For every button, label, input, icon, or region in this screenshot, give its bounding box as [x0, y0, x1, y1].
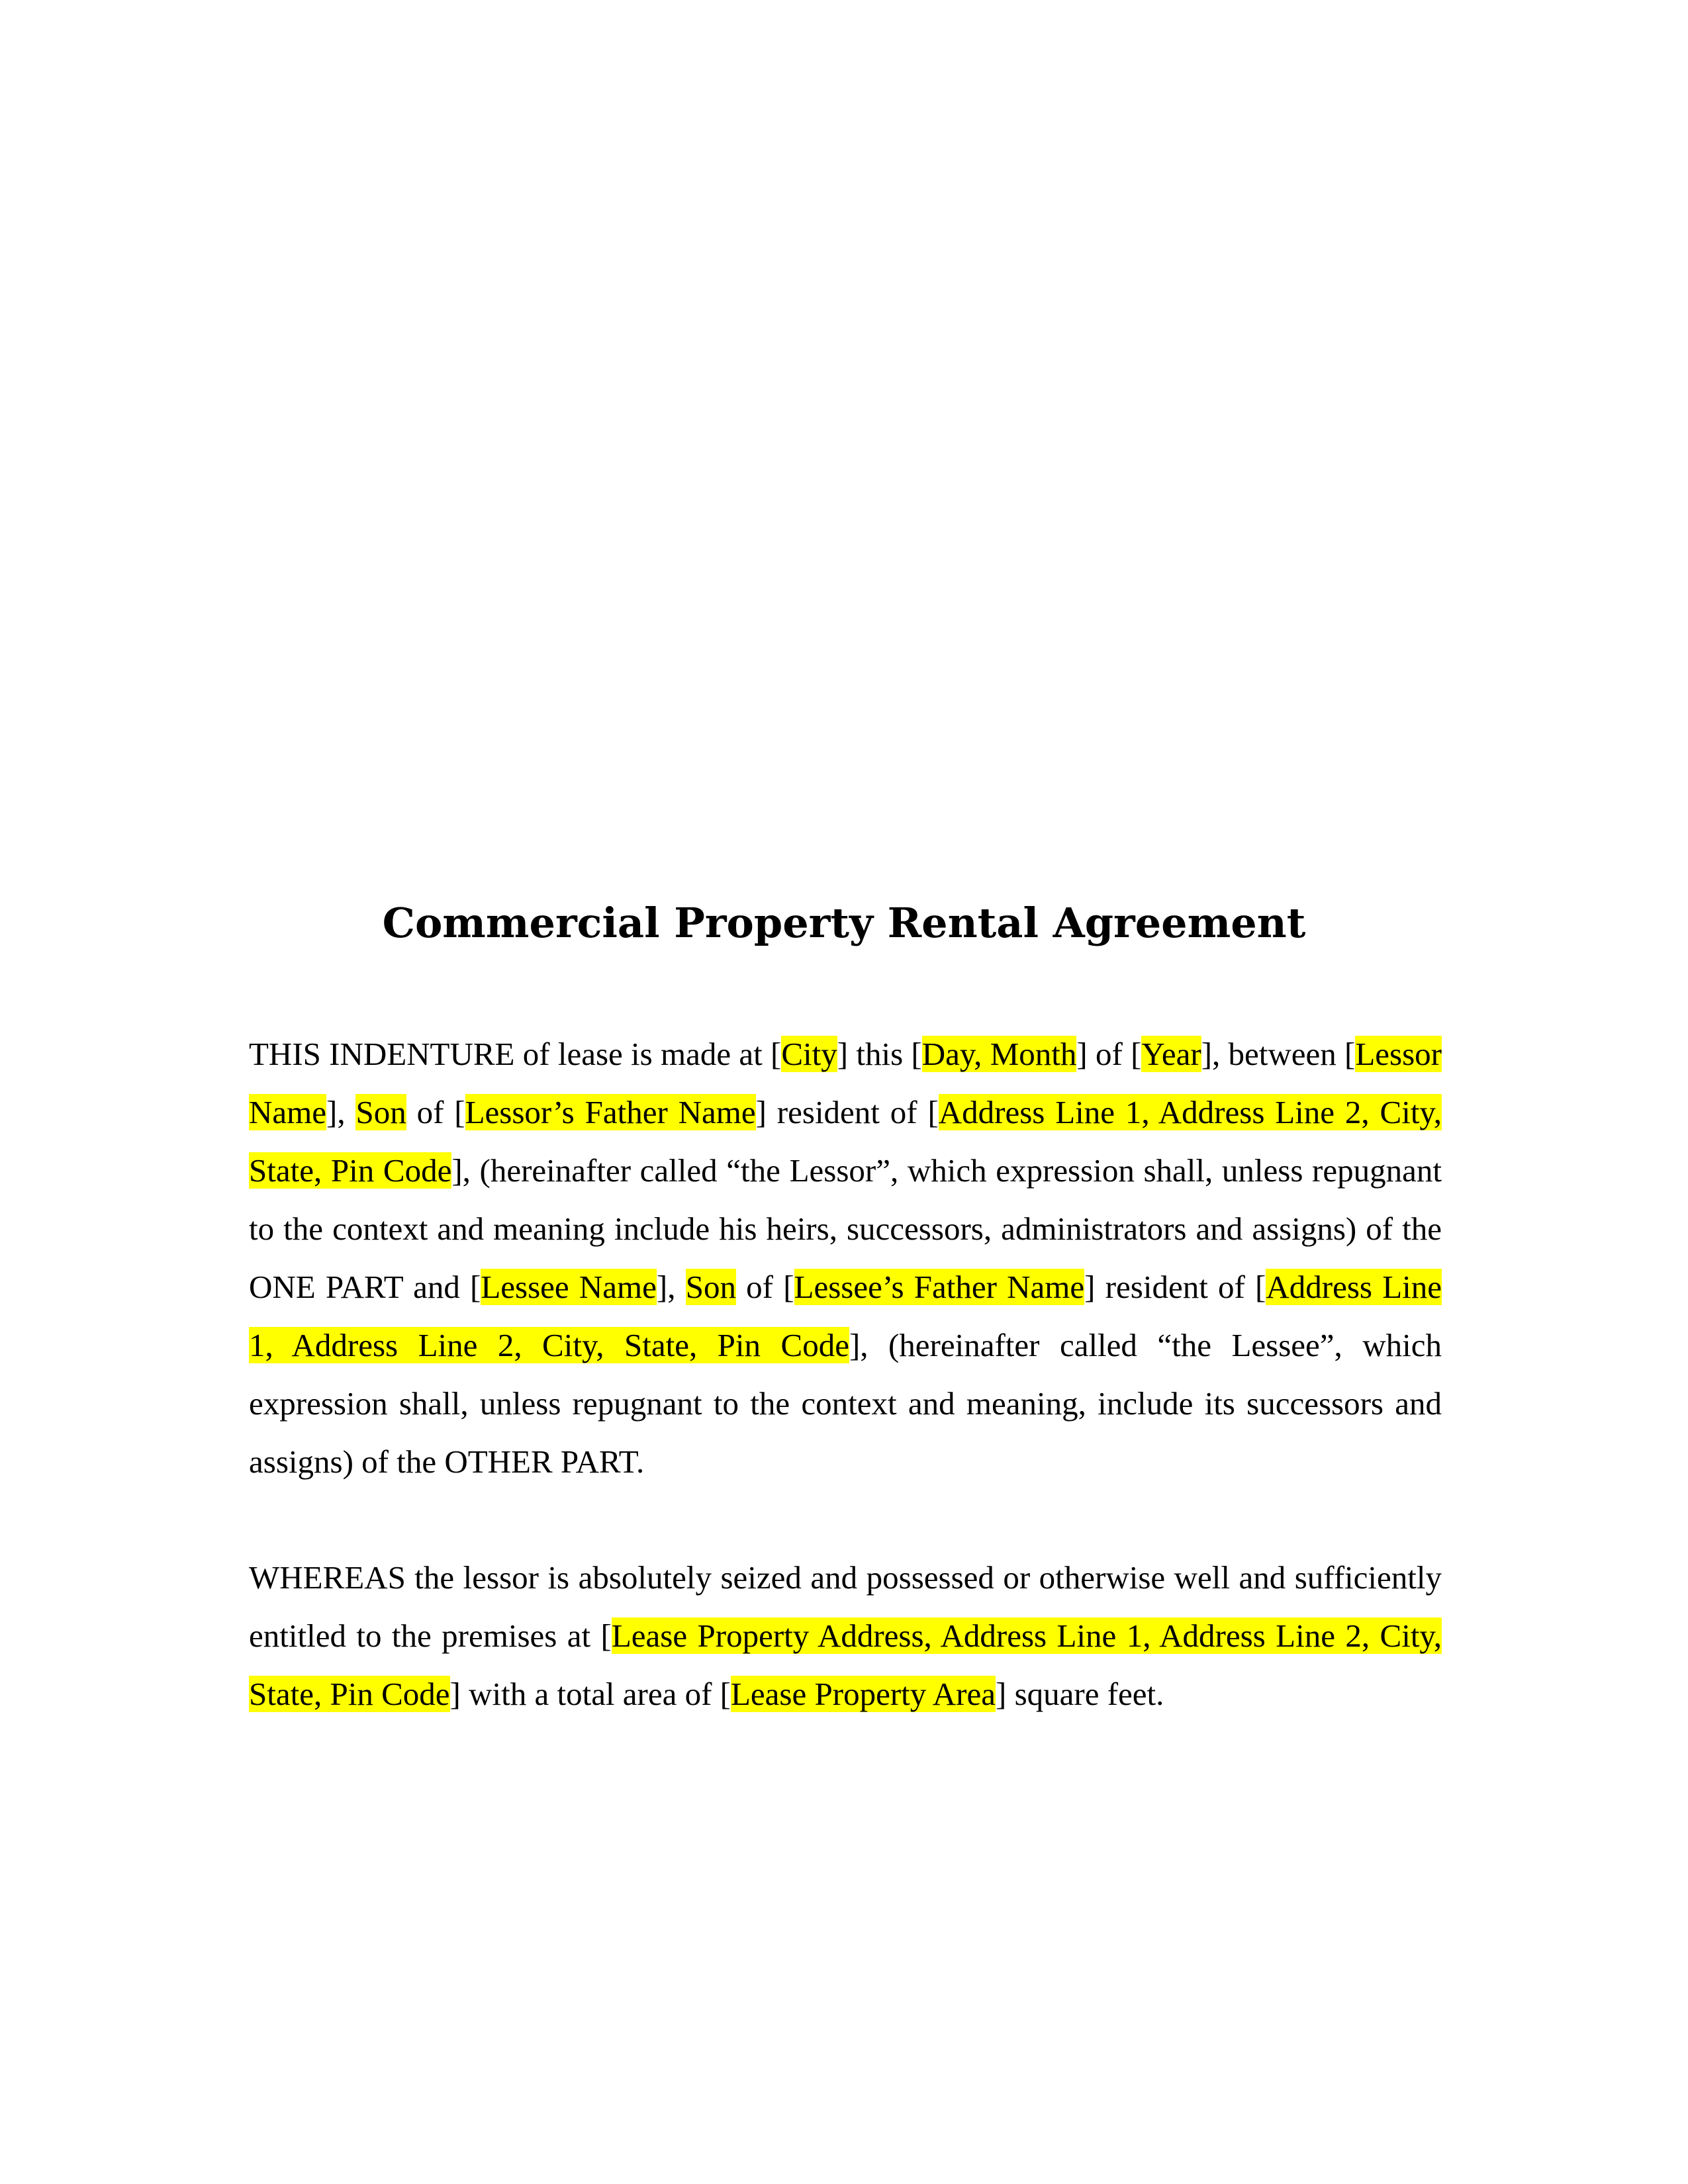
text-run: of [ — [406, 1094, 465, 1130]
placeholder-lessor-relation: Son — [355, 1094, 406, 1130]
text-run: ] with a total area of [ — [449, 1676, 731, 1712]
text-run: WHEREAS the lessor is absolutely seized … — [249, 1559, 1442, 1654]
text-run: ], — [326, 1094, 356, 1130]
document-title: Commercial Property Rental Agreement — [382, 899, 1306, 947]
placeholder-lease-property-area: Lease Property Area — [731, 1676, 996, 1712]
text-run: ] resident of [ — [755, 1094, 939, 1130]
text-run: THIS INDENTURE of lease is made at [ — [249, 1036, 782, 1072]
text-run: ], — [656, 1269, 686, 1305]
placeholder-lessor-father-name: Lessor’s Father Name — [465, 1094, 756, 1130]
text-run: ] of [ — [1076, 1036, 1142, 1072]
placeholder-year: Year — [1141, 1036, 1201, 1072]
text-run: ], between [ — [1201, 1036, 1356, 1072]
text-run: ], (hereinafter called “the Lessee”, whi… — [249, 1327, 1442, 1480]
text-run: of [ — [735, 1269, 794, 1305]
text-run: ] this [ — [837, 1036, 922, 1072]
placeholder-lessee-name: Lessee Name — [481, 1269, 657, 1305]
text-run: ] resident of [ — [1084, 1269, 1266, 1305]
placeholder-lessee-relation: Son — [685, 1269, 736, 1305]
placeholder-lessee-father-name: Lessee’s Father Name — [794, 1269, 1085, 1305]
placeholder-city: City — [781, 1036, 837, 1072]
text-run: ] square feet. — [996, 1676, 1164, 1712]
whereas-paragraph: WHEREAS the lessor is absolutely seized … — [249, 1549, 1442, 1723]
text-run: ], (hereinafter called “the Lessor”, whi… — [249, 1152, 1442, 1305]
indenture-paragraph: THIS INDENTURE of lease is made at [City… — [249, 1025, 1442, 1491]
placeholder-day-month: Day, Month — [921, 1036, 1077, 1072]
